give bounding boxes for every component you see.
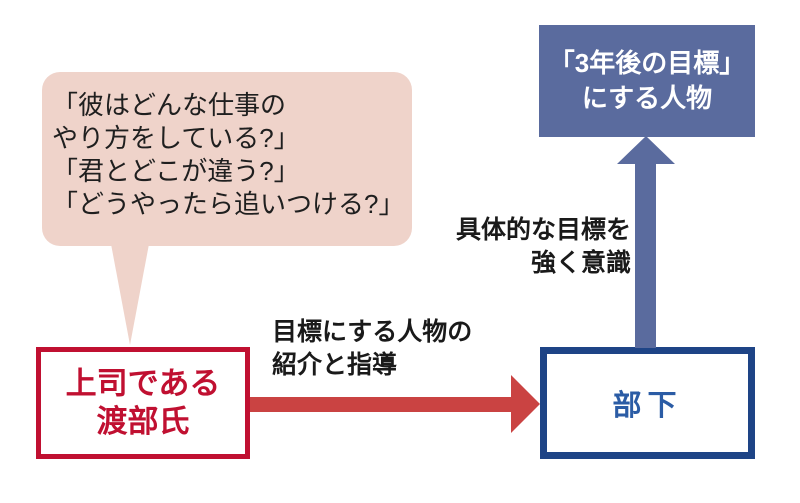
red-arrow-label: 目標にする人物の 紹介と指導: [272, 316, 472, 382]
blue-arrow-label: 具体的な目標を 強く意識: [456, 214, 631, 280]
red-arrow-label-line-1: 目標にする人物の: [272, 318, 473, 346]
blue-arrow-shaft: [635, 162, 656, 348]
speech-bubble: 「彼はどんな仕事の やり方をしている?」 「君とどこが違う?」 「どうやったら追…: [42, 72, 412, 246]
boss-box-line-2: 渡部氏: [96, 404, 190, 439]
target-box-line-1: 「3年後の目標」: [548, 48, 746, 78]
red-arrow-shaft: [250, 397, 512, 412]
target-box: 「3年後の目標」 にする人物: [539, 25, 755, 137]
boss-box-line-1: 上司である: [65, 366, 221, 401]
red-arrow-head: [511, 375, 540, 433]
subordinate-box: 部下: [540, 347, 755, 459]
blue-arrow-label-line-2: 強く意識: [530, 249, 631, 277]
speech-bubble-line-1: 「彼はどんな仕事の: [52, 90, 287, 120]
red-arrow-label-line-2: 紹介と指導: [272, 351, 398, 379]
blue-arrow-label-line-1: 具体的な目標を: [455, 216, 631, 244]
blue-arrow-head: [617, 136, 675, 164]
speech-bubble-line-4: 「どうやったら追いつける?」: [52, 189, 405, 219]
speech-bubble-tail: [111, 244, 149, 345]
target-box-line-2: にする人物: [581, 83, 713, 113]
boss-box: 上司である 渡部氏: [36, 347, 250, 459]
subordinate-box-label: 部下: [612, 390, 683, 422]
speech-bubble-line-3: 「君とどこが違う?」: [52, 156, 300, 186]
speech-bubble-line-2: やり方をしている?」: [52, 123, 300, 153]
